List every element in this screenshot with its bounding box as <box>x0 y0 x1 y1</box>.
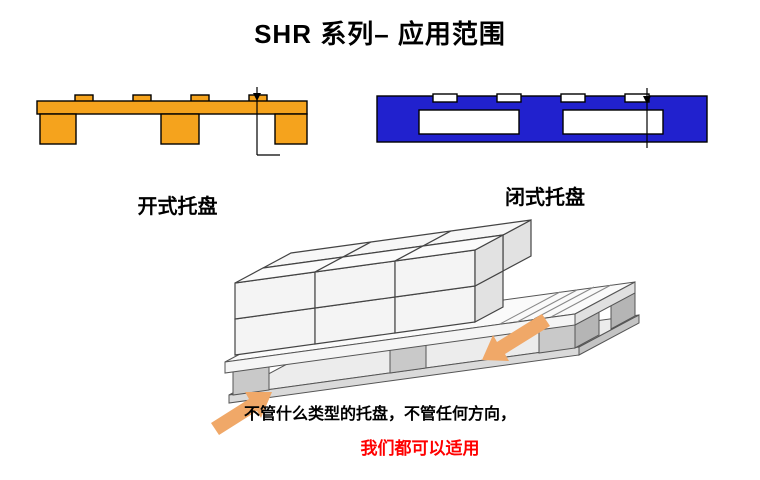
open-pallet-leg <box>39 113 77 145</box>
caption-line1: 不管什么类型的托盘，不管任何方向， <box>243 406 516 423</box>
closed-pallet-shape <box>376 93 708 143</box>
open-pallet-leg <box>160 113 200 145</box>
closed-pallet-diagram <box>376 88 708 148</box>
closed-pallet-window <box>562 109 664 135</box>
closed-pallet-figure: 闭式托盘 <box>375 88 715 210</box>
open-pallet-leg <box>274 113 308 145</box>
open-pallet-figure: 开式托盘 <box>35 85 320 219</box>
closed-pallet-window <box>418 109 520 135</box>
closed-pallet-label: 闭式托盘 <box>505 187 585 209</box>
direction-arrow-right <box>482 314 550 361</box>
caption-line2: 我们都可以适用 <box>360 439 480 458</box>
open-pallet-diagram <box>36 87 308 156</box>
open-pallet-deck <box>36 100 308 115</box>
dimension-line-right <box>643 88 651 148</box>
loaded-pallet-illustration <box>165 205 645 440</box>
dimension-line-left <box>253 87 280 156</box>
slide-title: SHR 系列– 应用范围 <box>254 19 506 49</box>
loaded-pallet-drawing <box>211 218 640 435</box>
open-pallet-label: 开式托盘 <box>137 196 218 218</box>
stacked-boxes <box>234 218 532 356</box>
open-pallet-shape <box>36 94 308 145</box>
direction-arrow-left <box>211 392 272 435</box>
